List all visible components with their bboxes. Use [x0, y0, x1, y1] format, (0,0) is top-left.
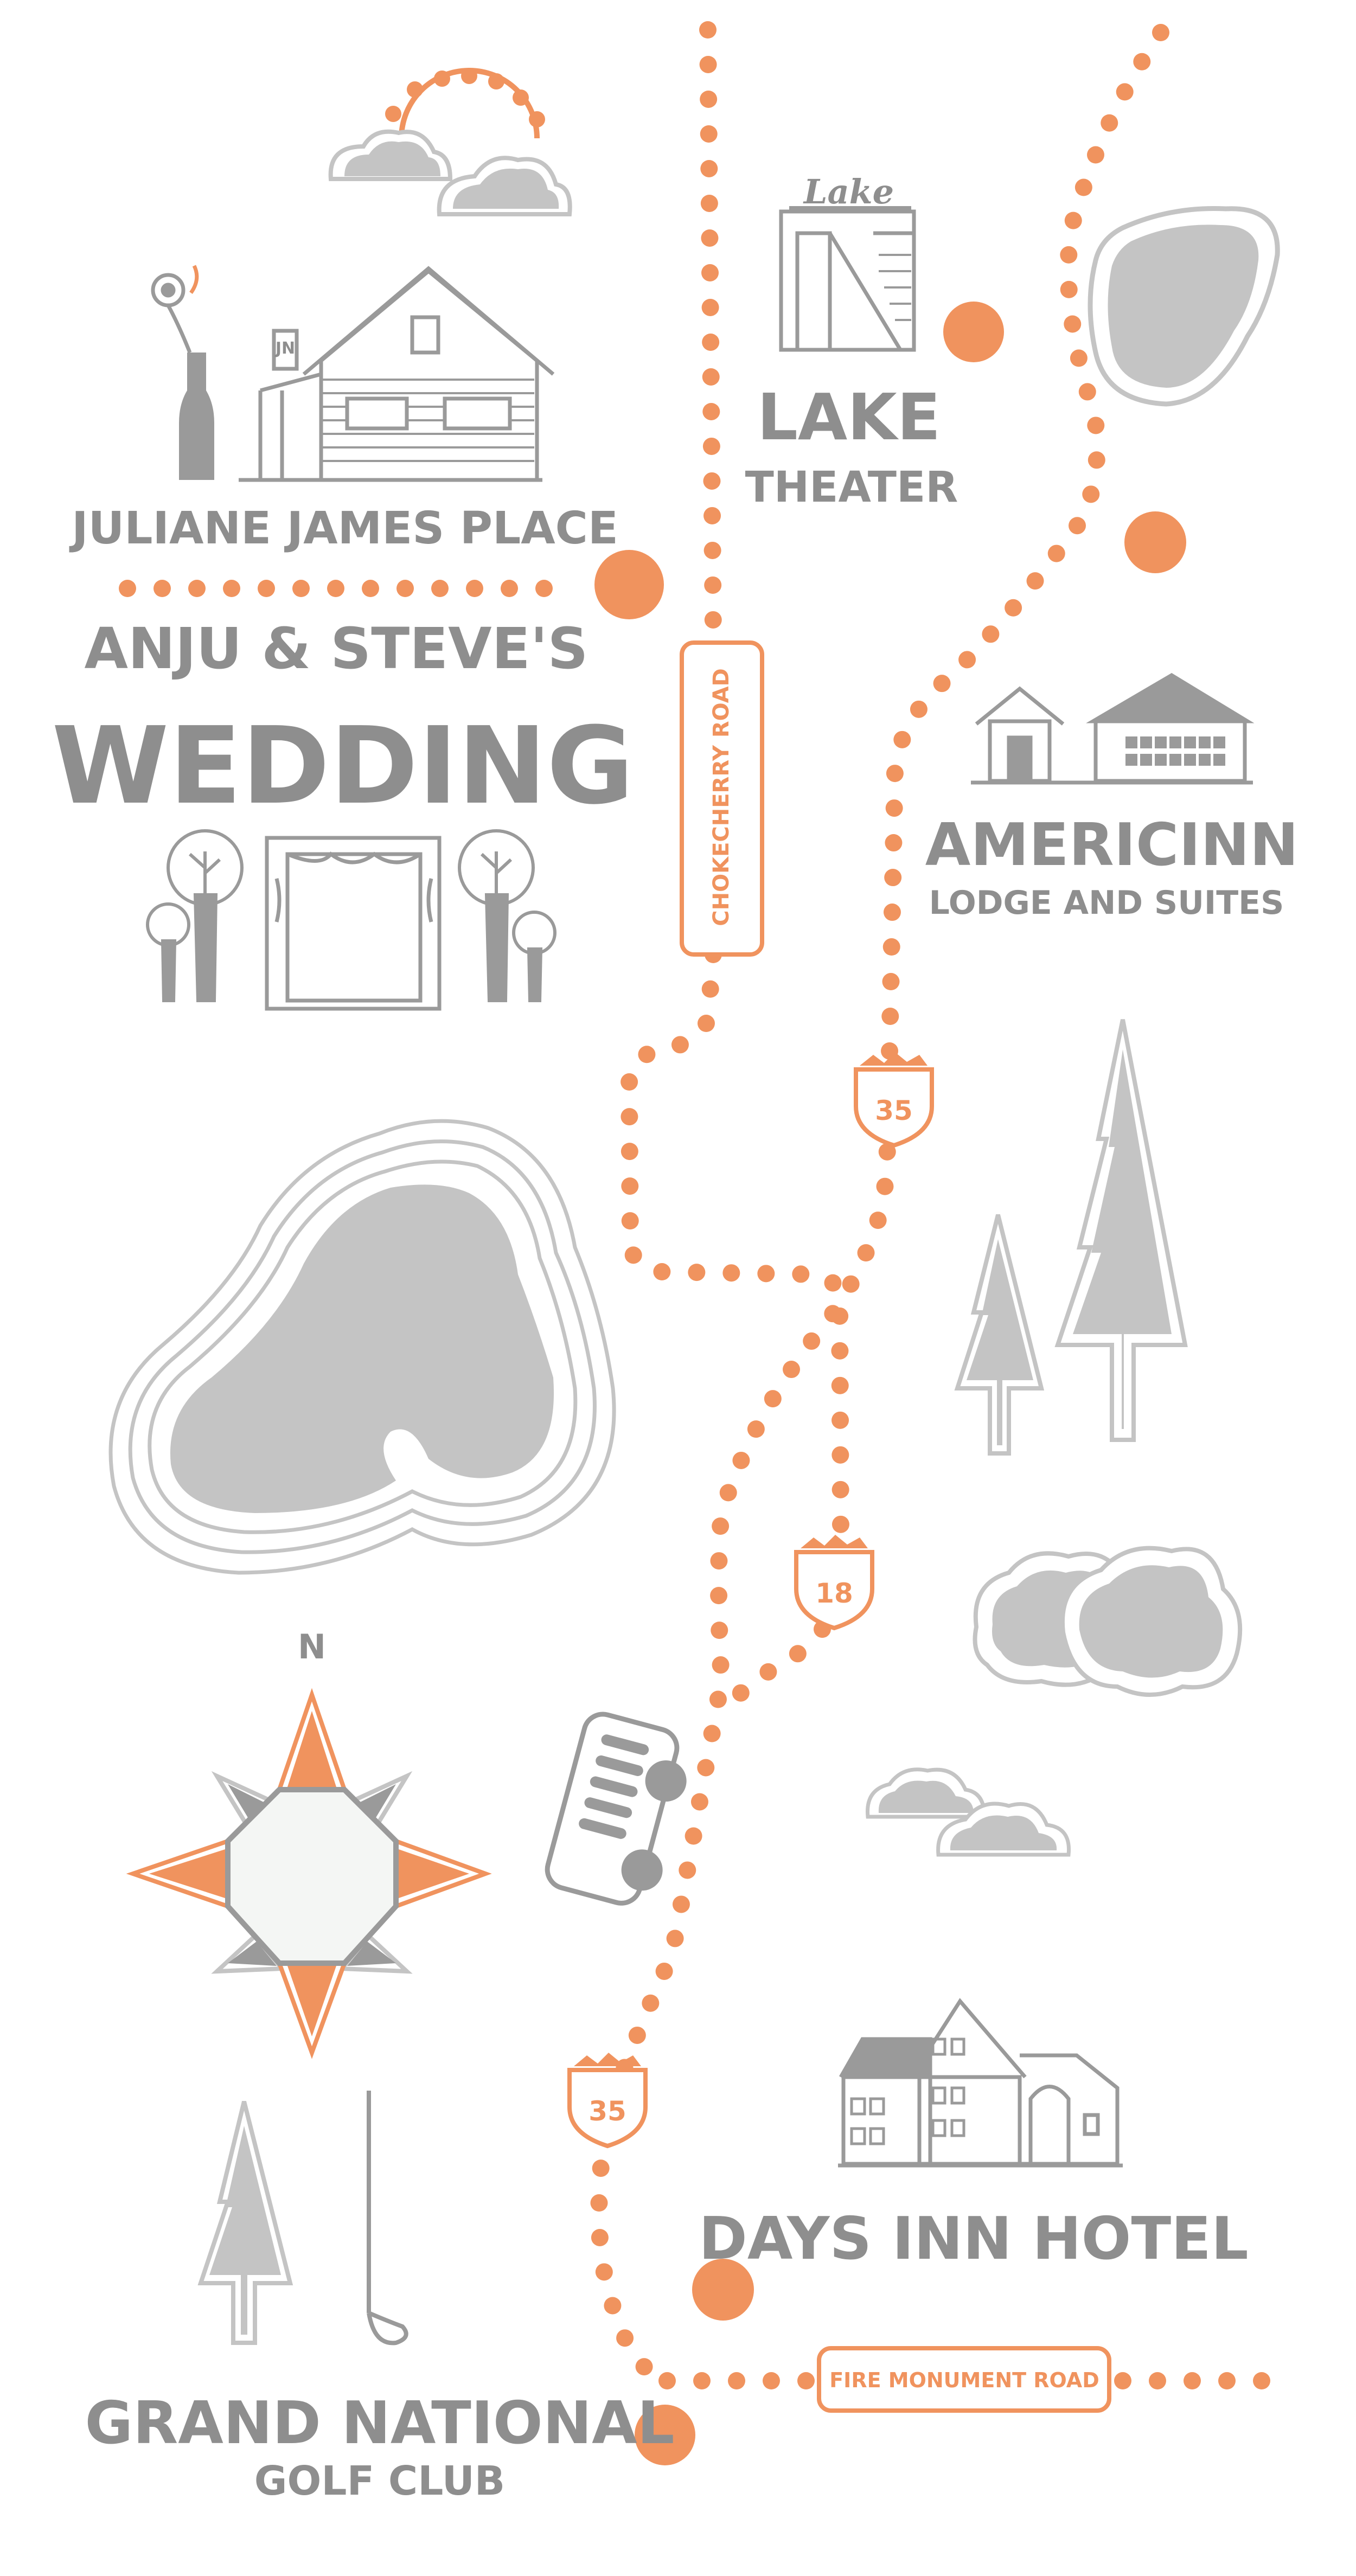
pine-tree-icon [954, 1019, 1188, 1456]
juliane-james-place-label: JULIANE JAMES PLACE [69, 503, 618, 554]
big-lake-icon [108, 1119, 616, 1575]
grand-national-label-1: GRAND NATIONAL [85, 2389, 674, 2457]
lake-theater-marker[interactable] [943, 302, 1004, 362]
house-sign: JN [274, 339, 295, 358]
tree-icon [146, 829, 557, 1002]
compass-north-label: N [298, 1627, 326, 1667]
highway-shield-35-north: 35 [854, 1052, 934, 1148]
shield-18-label: 18 [815, 1578, 853, 1609]
americinn-label-2: LODGE AND SUITES [929, 884, 1284, 922]
location-dots [594, 302, 1186, 2465]
americinn-icon [971, 672, 1255, 785]
lake-theater-label-2: THEATER [745, 463, 958, 512]
lake-theater-label-1: LAKE [757, 380, 941, 454]
highway-shield-18: 18 [794, 1535, 874, 1631]
lake-sign-text: Lake [803, 172, 894, 212]
days-inn-label: DAYS INN HOTEL [699, 2205, 1249, 2273]
roads [119, 21, 1305, 2389]
golf-club-icon [367, 2091, 408, 2346]
title-line-2: WEDDING [52, 704, 634, 828]
chokecherry-road [699, 21, 722, 643]
cloud-icon-large [973, 1546, 1243, 1697]
cloud-icon [328, 129, 572, 216]
grand-national-marker[interactable] [635, 2405, 695, 2465]
small-lake-icon [1088, 206, 1280, 407]
days-inn-marker[interactable] [692, 2259, 754, 2321]
chokecherry-road-label: CHOKECHERRY ROAD [709, 668, 734, 926]
title-line-1: ANJU & STEVE'S [85, 616, 589, 682]
shield-35-label: 35 [875, 1095, 913, 1126]
fire-monument-road-sign: FIRE MONUMENT ROAD [817, 2346, 1111, 2413]
americinn-label-1: AMERICINN [925, 811, 1299, 879]
sun-icon [385, 68, 545, 139]
highway-shield-35-south: 35 [567, 2053, 648, 2149]
lake-theater-icon [779, 206, 916, 352]
stage-icon [265, 836, 442, 1011]
americinn-marker[interactable] [1124, 511, 1186, 573]
highway-35-north [881, 24, 1169, 1061]
fire-monument-road-label: FIRE MONUMENT ROAD [829, 2368, 1099, 2392]
shield-35-south-label: 35 [589, 2096, 626, 2127]
chokecherry-road-sign: CHOKECHERRY ROAD [680, 640, 764, 957]
juliane-marker[interactable] [594, 550, 664, 619]
bus-icon [545, 1712, 687, 1906]
highway-35-mid [590, 1108, 898, 2381]
cloud-icon-small [866, 1767, 1071, 1857]
golf-tree-icon [197, 2101, 293, 2345]
grand-national-label-2: GOLF CLUB [254, 2458, 505, 2504]
house-icon [151, 265, 555, 482]
compass-rose-icon [126, 1688, 492, 2059]
chokecherry-road-south [620, 946, 849, 1538]
days-inn-icon [838, 1998, 1123, 2168]
